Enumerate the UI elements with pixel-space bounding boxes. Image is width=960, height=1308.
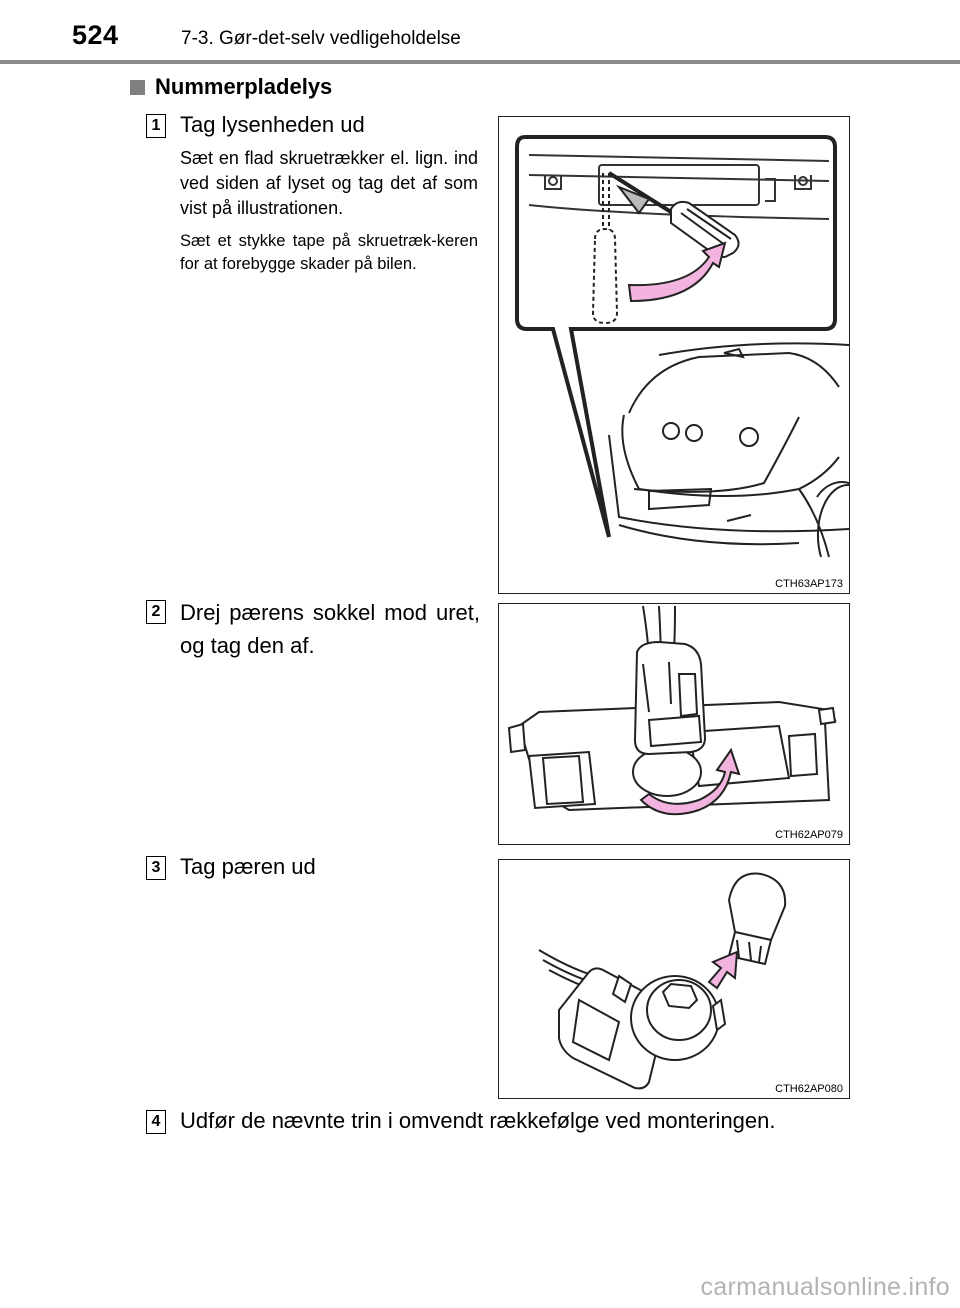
subheading-text: Nummerpladelys [155, 74, 333, 99]
figure-2: CTH62AP079 [498, 603, 850, 845]
watermark: carmanualsonline.info [700, 1273, 950, 1301]
step-4-badge: 4 [146, 1110, 166, 1134]
figure-1-code: CTH63AP173 [775, 578, 843, 590]
step-3-title: Tag pæren ud [180, 854, 316, 879]
step-2-badge: 2 [146, 600, 166, 624]
step-2-title: Drej pærens sokkel mod uret, og tag den … [180, 600, 480, 658]
section-title: 7-3. Gør-det-selv vedligeholdelse [181, 28, 461, 49]
step-1-title: Tag lysenheden ud [180, 112, 365, 137]
step-4-title: Udfør de nævnte trin i omvendt rækkefølg… [180, 1108, 776, 1133]
header-rule [0, 60, 960, 64]
figure-1-illustration [515, 135, 849, 558]
step-3-badge: 3 [146, 856, 166, 880]
figure-3-code: CTH62AP080 [775, 1083, 843, 1095]
square-bullet-icon [130, 79, 145, 95]
step-1-note: Sæt et stykke tape på skruetræk-keren fo… [180, 232, 478, 274]
figure-3-illustration [538, 872, 787, 1090]
page-number: 524 [72, 20, 119, 50]
figure-2-code: CTH62AP079 [775, 829, 843, 841]
figure-1: CTH63AP173 [498, 116, 850, 594]
step-1-badge: 1 [146, 114, 166, 138]
figure-3: CTH62AP080 [498, 859, 850, 1099]
figure-2-illustration [507, 605, 837, 816]
step-1-description: Sæt en flad skruetrækker el. lign. ind v… [180, 148, 478, 219]
subheading: Nummerpladelys [130, 74, 332, 100]
